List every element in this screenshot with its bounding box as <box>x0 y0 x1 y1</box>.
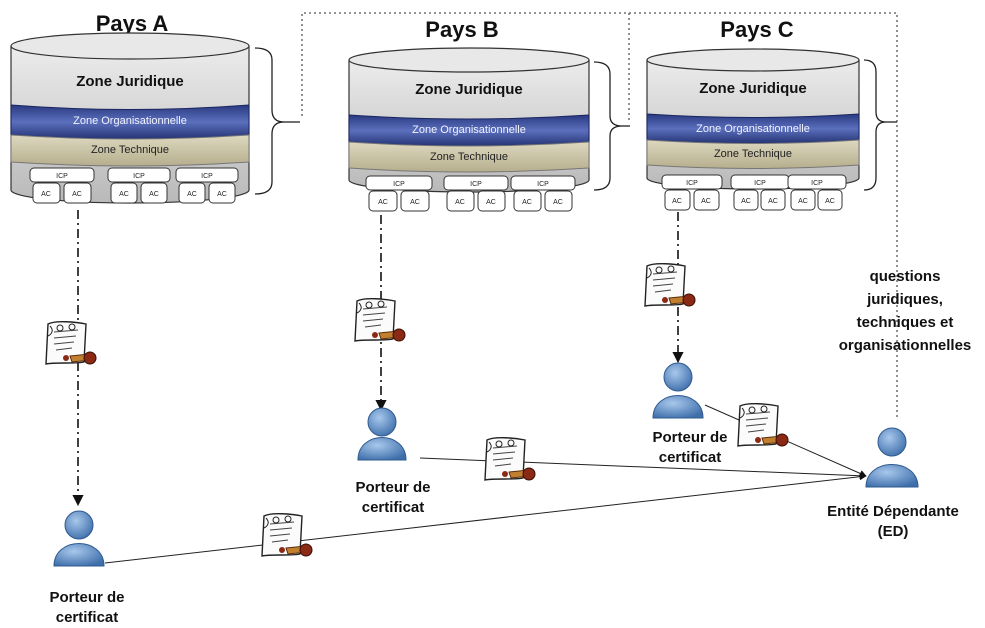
brace-c <box>863 59 887 191</box>
svg-text:AC: AC <box>187 191 197 198</box>
icp-group-b: ICP AC AC ICP AC AC ICP AC AC <box>365 175 576 212</box>
zone-juridique-a: Zone Juridique <box>76 73 184 90</box>
certificate-icon <box>45 320 97 365</box>
svg-text:questions: questions <box>870 268 941 285</box>
zone-juridique-b: Zone Juridique <box>415 81 523 98</box>
svg-text:AC: AC <box>486 199 496 206</box>
svg-text:AC: AC <box>553 199 563 206</box>
country-b-title: Pays B <box>425 17 498 42</box>
zone-organisationnelle-c: Zone Organisationnelle <box>696 123 810 135</box>
svg-text:ICP: ICP <box>201 173 213 180</box>
icp-unit: ICP AC AC <box>175 167 239 204</box>
svg-text:AC: AC <box>410 199 420 206</box>
svg-text:certificat: certificat <box>362 499 425 516</box>
svg-text:ICP: ICP <box>754 180 766 187</box>
person-icon <box>865 427 919 488</box>
holder-b-label: Porteur de certificat <box>355 479 430 516</box>
country-b: Pays B Zone Juridique Zone Organisationn… <box>348 17 630 212</box>
svg-text:AC: AC <box>522 199 532 206</box>
svg-text:organisationnelles: organisationnelles <box>839 337 972 354</box>
issuance-arrows <box>72 210 684 507</box>
svg-text:AC: AC <box>41 191 51 198</box>
zone-technique-b: Zone Technique <box>430 151 508 163</box>
zone-juridique-c: Zone Juridique <box>699 80 807 97</box>
country-a-cylinder: Zone Juridique Zone Organisationnelle Zo… <box>10 32 250 204</box>
zone-organisationnelle-a: Zone Organisationnelle <box>73 115 187 127</box>
link-holder-a-to-ed <box>104 473 867 564</box>
icp-group-c: ICP AC AC ICP AC AC ICP AC AC <box>661 174 847 211</box>
svg-text:AC: AC <box>741 198 751 205</box>
person-icon <box>652 362 704 419</box>
svg-text:AC: AC <box>378 199 388 206</box>
icp-unit: ICP AC AC <box>730 174 790 211</box>
country-a-title: Pays A <box>96 11 169 36</box>
country-c: Pays C Zone Juridique Zone Organisationn… <box>646 17 897 211</box>
dotted-boundary-b-c <box>301 12 898 420</box>
svg-text:AC: AC <box>672 198 682 205</box>
country-c-cylinder: Zone Juridique Zone Organisationnelle Zo… <box>646 48 860 190</box>
country-c-title: Pays C <box>720 17 793 42</box>
svg-text:Porteur de: Porteur de <box>49 589 124 606</box>
zone-technique-c: Zone Technique <box>714 148 792 160</box>
brace-b <box>593 61 623 191</box>
svg-text:techniques et: techniques et <box>857 314 954 331</box>
person-icon <box>357 407 407 461</box>
certificate-icon <box>484 436 536 481</box>
person-icon <box>53 510 105 567</box>
holder-a-label: Porteur de certificat <box>49 589 124 626</box>
certificate-icon <box>354 297 406 342</box>
svg-text:AC: AC <box>701 198 711 205</box>
certificate-icon <box>644 262 696 307</box>
icp-unit: ICP AC AC <box>443 175 509 212</box>
svg-text:ICP: ICP <box>537 181 549 188</box>
icp-group-a: ICP AC AC ICP AC AC ICP AC AC <box>29 167 239 204</box>
country-a: Pays A Zone Juridique Zone Organisationn… <box>10 11 300 204</box>
svg-text:Porteur de: Porteur de <box>355 479 430 496</box>
svg-text:certificat: certificat <box>659 449 722 466</box>
svg-text:AC: AC <box>768 198 778 205</box>
zone-technique-a: Zone Technique <box>91 144 169 156</box>
icp-unit: ICP AC AC <box>661 174 723 211</box>
svg-text:ICP: ICP <box>470 181 482 188</box>
issues-note: questions juridiques, techniques et orga… <box>839 268 972 354</box>
svg-text:ICP: ICP <box>393 181 405 188</box>
svg-text:juridiques,: juridiques, <box>866 291 943 308</box>
svg-text:ICP: ICP <box>686 180 698 187</box>
svg-text:ICP: ICP <box>811 180 823 187</box>
svg-text:AC: AC <box>455 199 465 206</box>
svg-text:(ED): (ED) <box>878 523 909 540</box>
svg-text:AC: AC <box>119 191 129 198</box>
svg-text:AC: AC <box>72 191 82 198</box>
svg-text:AC: AC <box>149 191 159 198</box>
svg-text:certificat: certificat <box>56 609 119 626</box>
holder-c-label: Porteur de certificat <box>652 429 727 466</box>
certificate-icon <box>261 512 313 557</box>
svg-text:Porteur de: Porteur de <box>652 429 727 446</box>
icp-unit: ICP AC AC <box>365 175 433 212</box>
svg-text:AC: AC <box>798 198 808 205</box>
icp-unit: ICP AC AC <box>107 167 171 204</box>
icp-unit: ICP AC AC <box>510 175 576 212</box>
svg-text:AC: AC <box>825 198 835 205</box>
relying-party-label: Entité Dépendante (ED) <box>827 503 959 540</box>
svg-text:ICP: ICP <box>56 173 68 180</box>
icp-unit: ICP AC AC <box>787 174 847 211</box>
svg-text:AC: AC <box>217 191 227 198</box>
svg-text:ICP: ICP <box>133 173 145 180</box>
certificate-icon <box>737 402 789 447</box>
zone-organisationnelle-b: Zone Organisationnelle <box>412 124 526 136</box>
brace-a <box>254 47 285 195</box>
svg-text:Entité Dépendante: Entité Dépendante <box>827 503 959 520</box>
icp-unit: ICP AC AC <box>29 167 95 204</box>
country-b-cylinder: Zone Juridique Zone Organisationnelle Zo… <box>348 47 590 193</box>
